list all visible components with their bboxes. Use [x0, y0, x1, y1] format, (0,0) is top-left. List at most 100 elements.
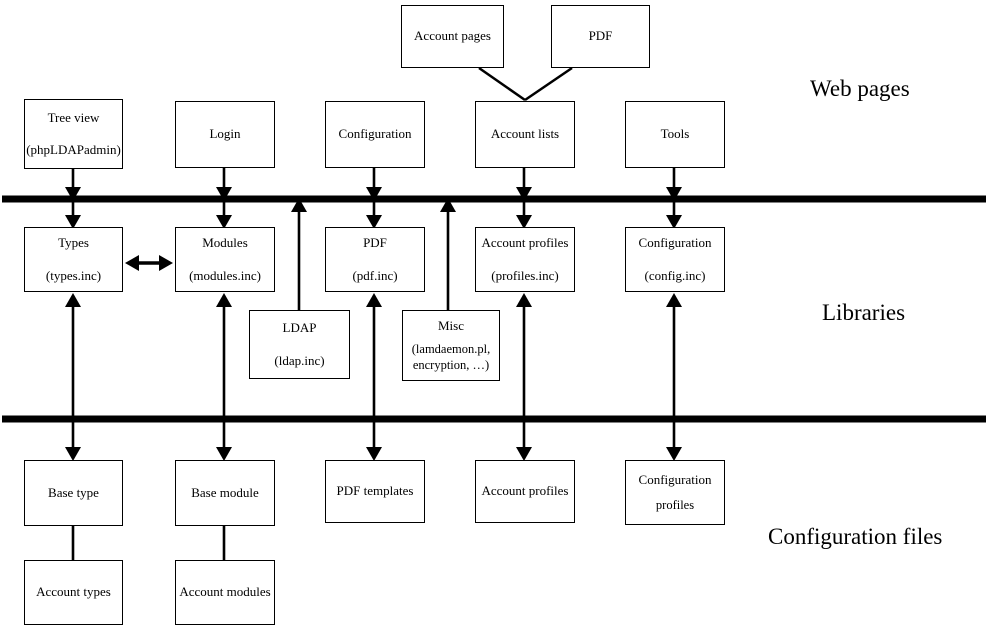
node-misc-lib-subtitle: (lamdaemon.pl, encryption, …) [411, 342, 491, 372]
configuration-profiles-up-to-lib [666, 293, 682, 419]
configuration-page-down-to-bar [366, 168, 382, 201]
node-ldap-lib-subtitle: (ldap.inc) [274, 352, 325, 368]
node-tree-view-subtitle: (phpLDAPadmin) [26, 142, 121, 157]
node-configuration-profiles-title: Configuration [638, 471, 712, 487]
bar-down-to-account-profiles-files-head [516, 447, 532, 461]
bar-down-to-base-type [65, 418, 81, 461]
account-pages-to-account-lists-segment [478, 66, 526, 102]
node-account-profiles-lib-subtitle: (profiles.inc) [491, 267, 559, 283]
ldap-up-to-bar [291, 198, 307, 310]
bar-down-to-configuration-profiles [666, 418, 682, 461]
node-tree-view-title: Tree view [47, 109, 100, 125]
types-modules-bidirectional [125, 255, 173, 271]
node-tools-title: Tools [660, 126, 690, 142]
bar-down-to-account-profiles-files [516, 418, 532, 461]
configuration-page-down-to-bar-head [366, 187, 382, 201]
node-modules-lib-subtitle: (modules.inc) [189, 267, 261, 283]
node-pdf-lib: PDF (pdf.inc) [325, 227, 425, 292]
section-label-configuration-files: Configuration files [768, 524, 943, 549]
node-account-profiles-lib-title: Account profiles [481, 235, 569, 251]
types-modules-bidirectional-head-left [125, 255, 139, 271]
base-module-up-to-modules-head [216, 293, 232, 307]
login-down-to-bar-head [216, 187, 232, 201]
pdf-templates-up-to-pdf-lib-head [366, 293, 382, 307]
node-pdf-lib-subtitle: (pdf.inc) [352, 267, 398, 283]
node-pdf-lib-title: PDF [363, 235, 387, 251]
node-configuration-profiles-subtitle: profiles [655, 497, 695, 512]
node-pdf-source-title: PDF [588, 28, 613, 44]
node-base-module: Base module [175, 460, 275, 526]
account-profiles-up-to-lib [516, 293, 532, 419]
node-pdf-source: PDF [551, 5, 650, 68]
node-account-profiles-lib: Account profiles (profiles.inc) [475, 227, 575, 292]
account-lists-down-to-bar-head [516, 187, 532, 201]
node-configuration-lib: Configuration (config.inc) [625, 227, 725, 292]
misc-up-to-bar-head [440, 198, 456, 212]
node-misc-lib: Misc (lamdaemon.pl, encryption, …) [402, 310, 500, 381]
node-ldap-lib: LDAP (ldap.inc) [249, 310, 350, 379]
node-account-types: Account types [24, 560, 123, 625]
node-misc-lib-title: Misc [438, 317, 464, 333]
bar-down-to-types-head [65, 215, 81, 229]
configuration-profiles-up-to-lib-head [666, 293, 682, 307]
node-account-modules-title: Account modules [179, 584, 271, 600]
node-tree-view: Tree view (phpLDAPadmin) [24, 99, 123, 169]
ldap-up-to-bar-head [291, 198, 307, 212]
node-login: Login [175, 101, 275, 168]
account-profiles-up-to-lib-head [516, 293, 532, 307]
node-ldap-lib-title: LDAP [282, 320, 317, 336]
node-base-type-title: Base type [48, 484, 99, 500]
types-modules-bidirectional-head-right [159, 255, 173, 271]
node-account-modules: Account modules [175, 560, 275, 625]
bar-down-to-base-module [216, 418, 232, 461]
node-account-lists: Account lists [475, 101, 575, 168]
node-configuration-lib-subtitle: (config.inc) [644, 267, 706, 283]
node-account-types-title: Account types [36, 584, 111, 600]
account-pages-to-account-lists [478, 66, 526, 102]
node-configuration-page-title: Configuration [338, 126, 412, 142]
bar-down-to-pdf-lib-head [366, 215, 382, 229]
node-modules-lib: Modules(modules.inc) [175, 227, 275, 292]
bar-down-to-base-module-head [216, 447, 232, 461]
node-configuration-lib-title: Configuration [638, 235, 712, 251]
node-account-profiles-files-title: Account profiles [481, 483, 569, 499]
node-account-pages: Account pages [401, 5, 504, 68]
bar-down-to-account-profiles-lib-head [516, 215, 532, 229]
bar-down-to-configuration-profiles-head [666, 447, 682, 461]
node-account-lists-title: Account lists [490, 126, 560, 142]
section-label-web-pages: Web pages [810, 76, 910, 101]
node-tools: Tools [625, 101, 725, 168]
node-base-type: Base type [24, 460, 123, 526]
bar-down-to-base-type-head [65, 447, 81, 461]
bar-down-to-configuration-lib-head [666, 215, 682, 229]
base-type-up-to-types [65, 293, 81, 419]
node-configuration-profiles: Configuration profiles [625, 460, 725, 525]
node-types-lib-subtitle: (types.inc) [45, 267, 102, 283]
bar-down-to-pdf-templates [366, 418, 382, 461]
node-base-module-title: Base module [191, 484, 259, 500]
bar-down-to-modules-head [216, 215, 232, 229]
login-down-to-bar [216, 168, 232, 201]
tools-down-to-bar [666, 168, 682, 201]
node-configuration-page: Configuration [325, 101, 425, 168]
pdf-templates-up-to-pdf-lib [366, 293, 382, 419]
pdf-to-account-lists-segment [524, 66, 573, 102]
node-account-pages-title: Account pages [414, 28, 491, 44]
section-label-libraries: Libraries [822, 300, 906, 325]
node-login-title: Login [209, 126, 241, 142]
base-type-up-to-types-head [65, 293, 81, 307]
node-account-profiles-files: Account profiles [475, 460, 575, 523]
bar-down-to-pdf-templates-head [366, 447, 382, 461]
tree-view-down-to-bar [65, 169, 81, 201]
pdf-to-account-lists [524, 66, 573, 102]
misc-up-to-bar [440, 198, 456, 310]
node-pdf-templates: PDF templates [325, 460, 425, 523]
base-module-up-to-modules [216, 293, 232, 419]
node-types-lib-title: Types [58, 235, 89, 251]
node-pdf-templates-title: PDF templates [336, 483, 414, 499]
tools-down-to-bar-head [666, 187, 682, 201]
account-lists-down-to-bar [516, 168, 532, 201]
